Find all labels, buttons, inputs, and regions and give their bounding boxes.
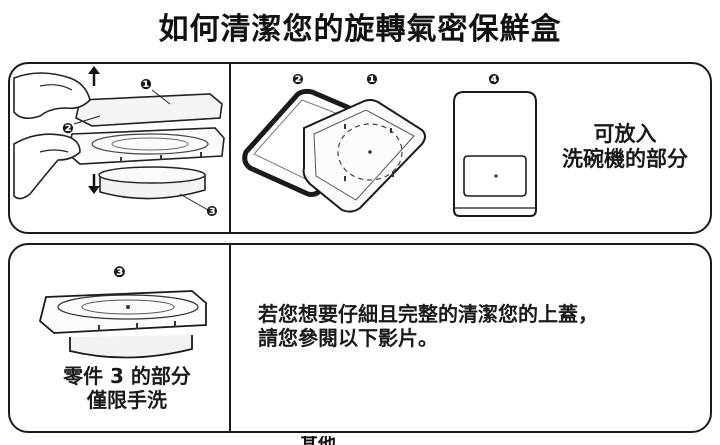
badge-2: ❷ (62, 121, 74, 137)
handwash-only-label: 零件 3 的部分 僅限手洗 (63, 364, 191, 412)
dishwasher-safe-label: 可放入 洗碗機的部分 (562, 122, 688, 171)
badge-3: ❸ (206, 204, 218, 220)
badge-4: ❹ (488, 72, 500, 88)
gasket-tray-illustration (242, 88, 426, 213)
panel-divider (229, 245, 231, 431)
panel-divider (229, 64, 231, 232)
lid-separation-illustration (13, 66, 225, 211)
badge-1-middle: ❶ (366, 72, 378, 88)
page-title: 如何清潔您的旋轉氣密保鮮盒 (158, 12, 562, 47)
handwash-panel: ❸ 零件 3 的部分 僅限手洗 若您想要仔細且完整的清潔您的上蓋， 請您參閱以下… (8, 243, 712, 433)
badge-2-middle: ❷ (292, 72, 304, 88)
cropped-footer-text: 其他 (300, 436, 390, 445)
dishwasher-panel: ❶ ❷ ❸ ❷ ❶ ❹ 可放入 洗碗機的部分 (8, 62, 712, 234)
container-body-illustration (453, 91, 537, 217)
video-instruction-text: 若您想要仔細且完整的清潔您的上蓋， 請您參閱以下影片。 (258, 302, 598, 350)
badge-3-bottom: ❸ (113, 263, 126, 281)
lid-part-3-illustration (38, 290, 207, 359)
badge-1: ❶ (140, 77, 152, 93)
